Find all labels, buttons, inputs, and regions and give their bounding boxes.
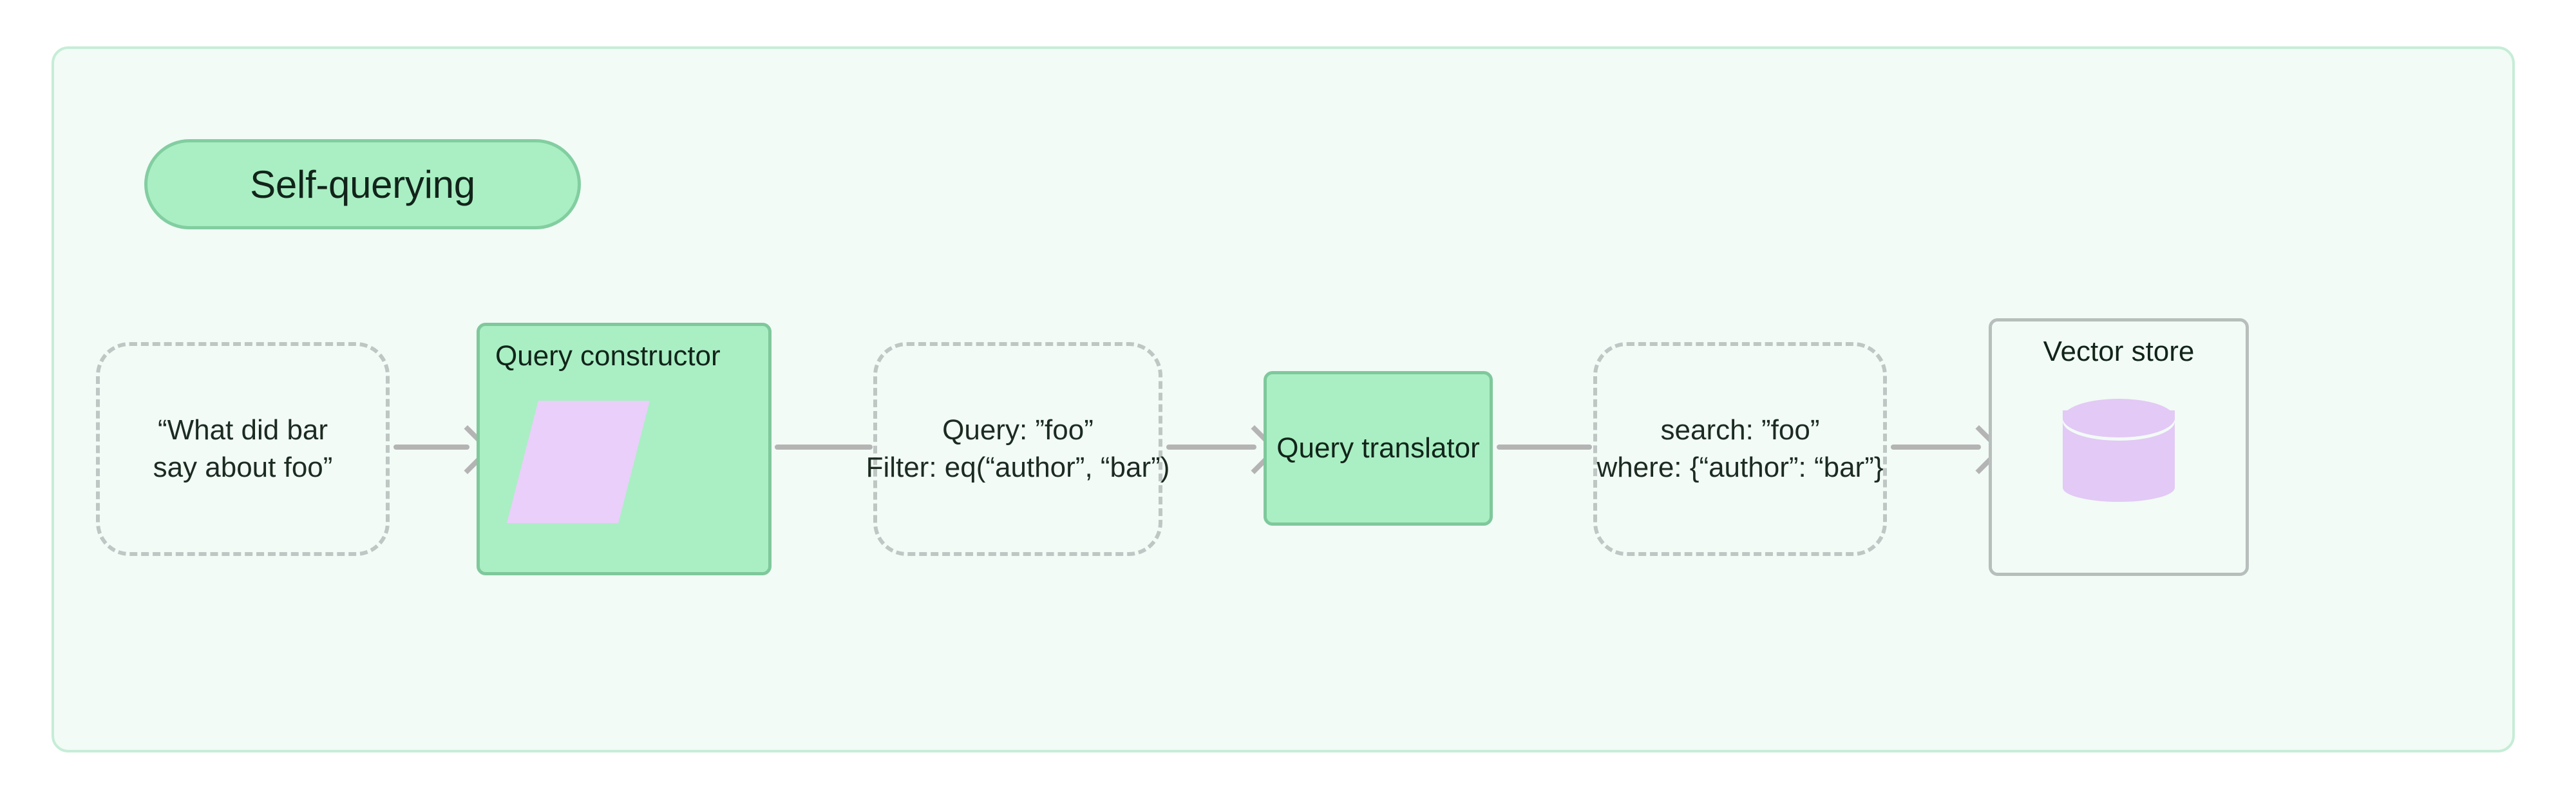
panel-title-pill: Self-querying (144, 139, 581, 229)
edge-question-to-constructor (393, 445, 469, 450)
node-translated-query-line-1: search: ”foo” (1660, 414, 1820, 446)
node-translated-query[interactable]: search: ”foo” where: {“author”: “bar”} (1593, 342, 1887, 556)
edge-constructor-to-structured (775, 445, 873, 450)
database-cylinder-icon (2063, 399, 2175, 502)
node-structured-query-line-2: Filter: eq(“author”, “bar”) (866, 452, 1170, 483)
node-query-translator-label: Query translator (1276, 432, 1480, 464)
node-structured-query[interactable]: Query: ”foo” Filter: eq(“author”, “bar”) (866, 342, 1170, 556)
node-query-constructor-label: Query constructor (495, 340, 721, 372)
edge-structured-to-translator (1166, 445, 1256, 450)
self-querying-panel: Self-querying “What did bar say about fo… (52, 46, 2515, 752)
node-structured-query-line-1: Query: ”foo” (942, 414, 1094, 446)
node-vector-store-label: Vector store (2043, 336, 2195, 367)
node-user-question-line-2: say about foo” (153, 452, 333, 483)
node-vector-store[interactable]: Vector store (1989, 318, 2249, 576)
node-translated-query-line-2: where: {“author”: “bar”} (1596, 452, 1884, 483)
cylinder-bottom (2063, 474, 2175, 502)
cylinder-top (2063, 399, 2175, 437)
panel-title-label: Self-querying (250, 162, 475, 206)
node-user-question-line-1: “What did bar (157, 414, 328, 446)
node-query-constructor[interactable]: Query constructor (477, 323, 772, 575)
node-query-translator[interactable]: Query translator (1264, 371, 1493, 526)
edge-translated-to-store (1891, 445, 1981, 450)
node-user-question[interactable]: “What did bar say about foo” (96, 342, 390, 556)
parallelogram-icon (507, 401, 650, 523)
edge-translator-to-translated (1497, 445, 1592, 450)
